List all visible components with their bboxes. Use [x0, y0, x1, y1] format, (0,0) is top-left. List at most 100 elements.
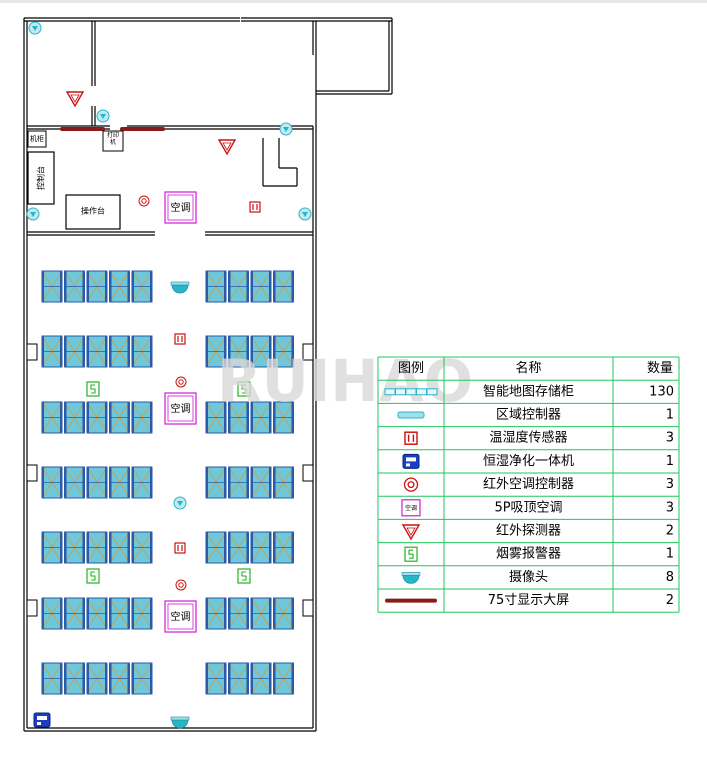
camera-icon	[279, 122, 293, 136]
ir-detector-icon	[218, 139, 236, 155]
storage-cabinet	[228, 466, 249, 499]
legend-row-name: 温湿度传感器	[489, 430, 567, 446]
ceiling-ac-icon: 空调	[164, 600, 197, 633]
screen-icon	[385, 598, 437, 603]
storage-cabinet	[109, 466, 130, 499]
storage-cabinet	[41, 466, 63, 499]
storage-cabinet	[109, 531, 130, 564]
storage-cabinet	[41, 270, 63, 303]
smoke-alarm-icon	[404, 546, 418, 562]
smoke-alarm-icon	[237, 568, 251, 584]
storage-cabinet	[41, 531, 63, 564]
ac-icon-label: 空调	[405, 504, 417, 512]
ceiling-ac-icon: 空调	[401, 499, 421, 517]
storage-cabinet	[228, 270, 249, 303]
storage-cabinet	[86, 466, 108, 499]
storage-cabinet	[64, 531, 85, 564]
legend-row-count: 2	[666, 524, 674, 539]
legend-row-name: 75寸显示大屏	[488, 593, 570, 608]
storage-cabinet	[109, 270, 130, 303]
storage-cabinet	[131, 597, 153, 630]
storage-cabinet	[131, 466, 153, 499]
ac-label: 空调	[171, 201, 191, 214]
storage-cabinet	[41, 597, 63, 630]
storage-cabinet	[273, 466, 294, 499]
humidity-sensor-icon	[174, 333, 186, 345]
storage-cabinet	[86, 531, 108, 564]
camera-icon	[401, 572, 421, 584]
storage-cabinet	[250, 662, 272, 695]
legend-row-count: 130	[649, 384, 674, 399]
storage-cabinet	[273, 270, 294, 303]
storage-cabinet	[250, 270, 272, 303]
legend-row-count: 3	[666, 477, 674, 492]
storage-cabinet	[250, 466, 272, 499]
ir-ac-controller-icon	[175, 579, 187, 591]
cabinet-row-1	[41, 270, 294, 303]
legend-row-name: 区域控制器	[496, 408, 561, 423]
cabinet-row-7	[41, 662, 294, 695]
console-label: 控制台	[36, 166, 46, 190]
console-box	[27, 151, 55, 205]
cabinet-box	[27, 130, 47, 148]
cabinet-label: 机柜	[30, 134, 44, 143]
storage-cabinet	[228, 662, 249, 695]
storage-cabinet	[109, 597, 130, 630]
legend-row-name: 红外探测器	[496, 523, 561, 539]
storage-cabinet	[273, 597, 294, 630]
legend-row-name: 摄像头	[509, 570, 548, 585]
legend-row-name: 烟雾报警器	[496, 546, 561, 562]
ir-ac-controller-icon	[138, 195, 150, 207]
storage-cabinet	[250, 597, 272, 630]
humidity-sensor-icon	[249, 201, 261, 213]
storage-cabinet	[205, 531, 227, 564]
zone-controller-icon	[397, 411, 425, 419]
storage-cabinet	[109, 335, 130, 368]
legend-row-count: 1	[666, 454, 674, 469]
ir-detector-icon	[402, 524, 420, 540]
storage-cabinet	[228, 597, 249, 630]
operator-desk-label: 操作台	[81, 206, 105, 216]
top-border	[0, 0, 707, 3]
storage-cabinet	[64, 597, 85, 630]
storage-cabinet	[86, 597, 108, 630]
legend-header-symbol: 图例	[398, 361, 424, 376]
screen-icon	[60, 127, 105, 131]
legend-row-count: 3	[666, 500, 674, 515]
legend-row-count: 2	[666, 593, 674, 608]
storage-cabinet	[64, 401, 85, 434]
legend-row-count: 8	[666, 570, 674, 585]
storage-cabinet	[41, 335, 63, 368]
storage-cabinet	[86, 662, 108, 695]
smoke-alarm-icon	[86, 381, 100, 397]
storage-cabinet	[131, 270, 153, 303]
legend-row-count: 1	[666, 408, 674, 423]
storage-cabinet	[64, 662, 85, 695]
pillar	[302, 599, 314, 617]
legend-header-name: 名称	[515, 360, 541, 376]
purifier-icon	[33, 712, 51, 728]
pillar	[302, 464, 314, 482]
storage-cabinet	[64, 270, 85, 303]
camera-icon	[28, 21, 42, 35]
ceiling-ac-icon: 空调	[164, 392, 197, 425]
camera-icon	[96, 109, 110, 123]
storage-cabinet	[86, 401, 108, 434]
pillar	[302, 343, 314, 361]
humidity-sensor-icon	[404, 431, 418, 445]
legend-row-count: 3	[666, 431, 674, 446]
storage-cabinet	[228, 531, 249, 564]
camera-icon	[170, 281, 190, 294]
ac-label: 空调	[171, 402, 191, 415]
storage-cabinet	[205, 597, 227, 630]
legend-row-count: 1	[666, 547, 674, 562]
printer-box	[102, 130, 124, 152]
storage-cabinet	[273, 662, 294, 695]
camera-icon	[26, 207, 40, 221]
camera-icon	[170, 716, 190, 729]
ceiling-ac-icon: 空调	[164, 191, 197, 224]
